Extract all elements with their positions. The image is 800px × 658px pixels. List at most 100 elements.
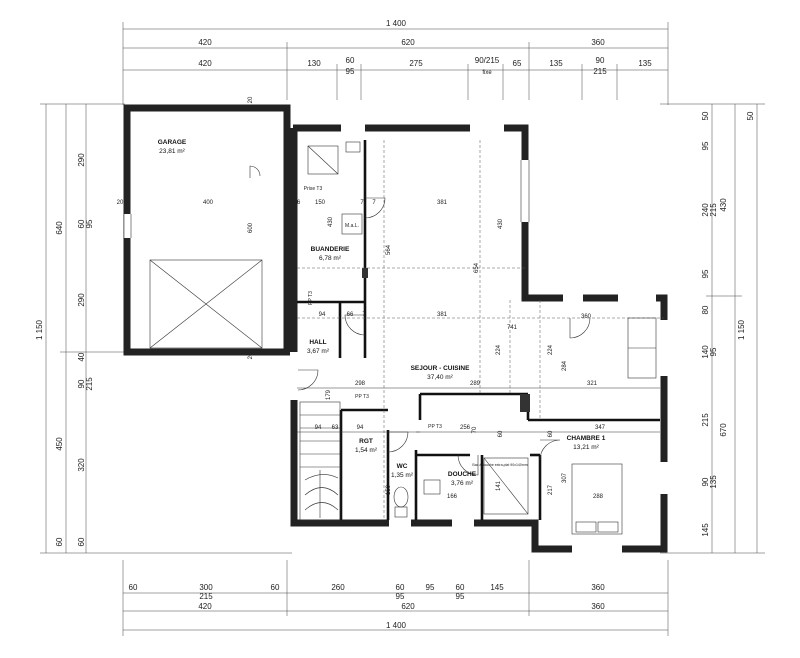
buanderie-label: BUANDERIE [311, 246, 350, 253]
note-pp-t3-c: PP T3 [355, 394, 369, 400]
top-seg-4: 275 [409, 59, 423, 68]
left-seg-7: 215 [85, 377, 94, 391]
right-seg-11: 135 [709, 475, 718, 489]
wc-area: 1,35 m² [391, 472, 414, 479]
bot-total-dim: 1 400 [386, 621, 407, 630]
top-total-dim: 1 400 [386, 19, 407, 28]
left-seg-8: 320 [77, 458, 86, 472]
bot-seg-3: 60 [271, 583, 280, 592]
room-labels: GARAGE 23,81 m² BUANDERIE 6,78 m² HALL 3… [158, 139, 606, 487]
dim-321: 321 [587, 381, 598, 387]
bot-seg-8: 145 [490, 583, 504, 592]
hall-area: 3,67 m² [307, 348, 330, 355]
left-seg-5: 40 [77, 352, 86, 361]
left-seg-6: 90 [77, 379, 86, 388]
chambre-area: 13,21 m² [573, 444, 599, 451]
dim-224a: 224 [496, 344, 502, 355]
dim-36: 36 [294, 200, 301, 206]
dim-63: 63 [332, 425, 339, 431]
bot-seg-9: 360 [591, 583, 605, 592]
left-total-dim: 1 150 [35, 319, 44, 340]
top-dimension-lines [122, 22, 669, 105]
dim-garage-w: 400 [203, 200, 214, 206]
left-dim-c: 60 [55, 537, 64, 546]
bot-seg-7: 60 [456, 583, 465, 592]
rgt-label: RGT [359, 438, 373, 445]
dim-741: 741 [507, 325, 518, 331]
dim-430a: 430 [328, 216, 334, 227]
top-seg-1: 420 [198, 59, 212, 68]
right-seg-1: 50 [701, 111, 710, 120]
right-seg-6: 80 [701, 305, 710, 314]
dim-20c: 20 [248, 352, 254, 359]
dim-150: 150 [315, 200, 326, 206]
left-dimension-lines [40, 103, 292, 554]
right-seg-2: 95 [701, 141, 710, 150]
dim-288: 288 [593, 494, 604, 500]
sejour-area: 37,40 m² [427, 374, 453, 381]
top-seg-7: 135 [549, 59, 563, 68]
douche-area: 3,76 m² [451, 480, 474, 487]
top-sub-2: fixe [482, 70, 492, 76]
dim-70: 70 [472, 426, 478, 433]
openings [123, 124, 668, 553]
left-dim-b: 450 [55, 437, 64, 451]
right-seg-7: 140 [701, 345, 710, 359]
dim-381b: 381 [437, 312, 448, 318]
buanderie-fixtures [307, 141, 363, 235]
dim-94c: 94 [357, 425, 364, 431]
dim-564: 564 [386, 244, 392, 255]
dim-66: 66 [347, 312, 354, 318]
top-sub-3: 215 [593, 67, 607, 76]
bot-seg-2: 300 [199, 583, 213, 592]
top-seg-3: 60 [346, 56, 355, 65]
right-seg-12: 145 [701, 523, 710, 537]
dim-179: 179 [326, 389, 332, 400]
bot-seg-6: 95 [426, 583, 435, 592]
bot-seg-4: 260 [331, 583, 345, 592]
dim-430b: 430 [498, 218, 504, 229]
bot-dim-b: 620 [401, 602, 415, 611]
rgt-area: 1,54 m² [355, 447, 378, 454]
left-seg-9: 60 [77, 537, 86, 546]
dim-347: 347 [595, 425, 606, 431]
right-extra-1: 50 [746, 111, 755, 120]
note-prise-t3: Prise T3 [304, 186, 323, 192]
dim-60a: 60 [498, 430, 504, 437]
right-seg-5: 95 [701, 269, 710, 278]
bed [571, 317, 657, 535]
top-seg-8: 90 [596, 56, 605, 65]
dim-150b: 150 [386, 484, 392, 495]
dim-256: 256 [460, 425, 471, 431]
beam-lines [297, 140, 664, 520]
bathroom-fixtures [393, 457, 529, 518]
hall-label: HALL [309, 339, 326, 346]
right-total-dim: 1 150 [737, 319, 746, 340]
dim-94a: 94 [319, 312, 326, 318]
top-seg-5: 90/215 [475, 56, 500, 65]
exterior-walls [123, 104, 668, 553]
dim-20a: 20 [117, 200, 124, 206]
dim-garage-h: 600 [248, 222, 254, 233]
dim-284: 284 [562, 360, 568, 371]
inner-dimensions: 400 600 20 20 20 36 150 7 430 7 381 564 … [117, 96, 606, 500]
dim-94b: 94 [315, 425, 322, 431]
dim-298: 298 [355, 381, 366, 387]
buanderie-area: 6,78 m² [319, 255, 342, 262]
interior-walls [297, 140, 660, 520]
bot-sub-1: 215 [199, 592, 213, 601]
right-seg-3: 240 [701, 203, 710, 217]
plan-notes: Prise T3 PP T3 PP T3 PP T3 M.a.L. Bac à … [304, 186, 528, 467]
note-pp-t3-b: PP T3 [428, 424, 442, 430]
left-seg-3: 95 [85, 219, 94, 228]
dim-20b: 20 [248, 96, 254, 103]
dim-141: 141 [496, 480, 502, 491]
bot-seg-1: 60 [129, 583, 138, 592]
sejour-label: SEJOUR - CUISINE [411, 365, 471, 372]
wc-label: WC [397, 463, 408, 470]
top-seg-6: 65 [513, 59, 522, 68]
left-seg-1: 290 [77, 153, 86, 167]
bot-seg-5: 60 [396, 583, 405, 592]
top-dim-b: 620 [401, 38, 415, 47]
garage-door [149, 165, 263, 349]
